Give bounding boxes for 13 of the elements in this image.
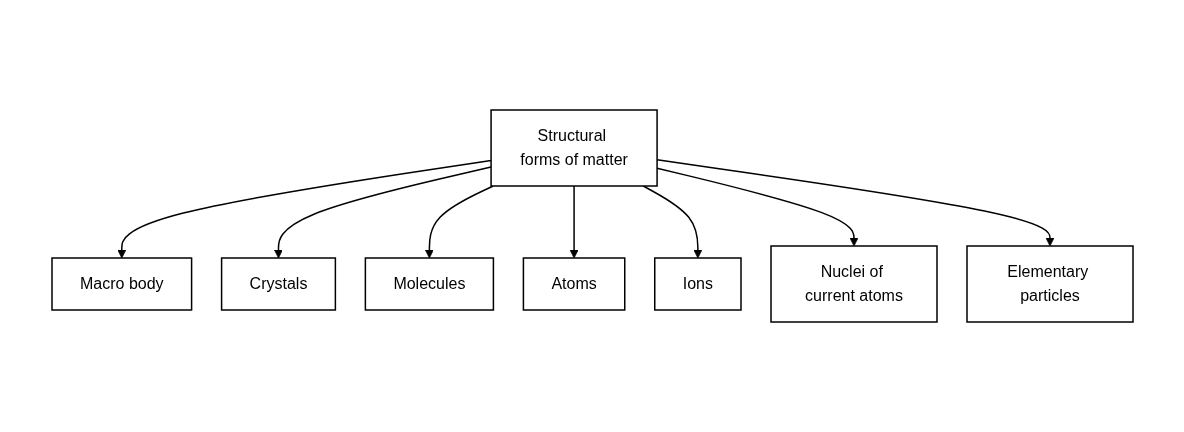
node-box: Ions [653,257,742,311]
arrow [424,185,494,259]
node-box: Crystals [220,257,336,311]
arrow [116,159,492,259]
arrow [642,185,702,259]
node-box: Molecules [364,257,494,311]
node-box: Macro body [50,257,192,311]
node-box: Structural forms of matter [489,109,658,187]
node-box: Atoms [522,257,625,311]
arrow [569,185,578,259]
node-box: Elementary particles [965,245,1134,323]
node-box: Nuclei of current atoms [769,245,938,323]
arrow [273,166,492,259]
